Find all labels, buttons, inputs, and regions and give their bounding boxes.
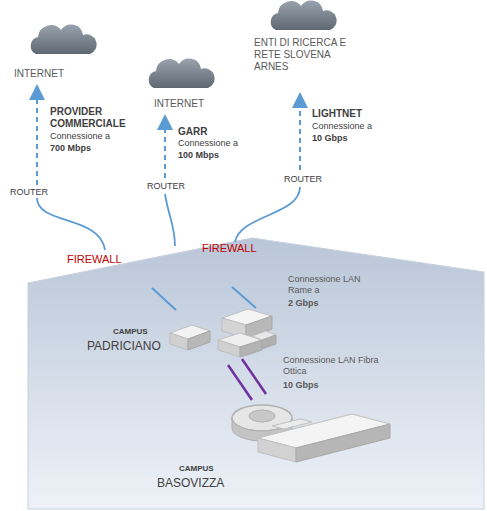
annotation-label: Connessione LAN Rame a bbox=[288, 274, 370, 296]
node-label: INTERNET bbox=[14, 68, 104, 80]
cloud-node: ENTI DI RICERCA E RETE SLOVENA ARNES bbox=[254, 0, 364, 86]
lan-link bbox=[232, 287, 256, 308]
cloud-icon bbox=[268, 0, 338, 34]
annotation-label: LIGHTNET bbox=[312, 108, 402, 120]
cloud-icon bbox=[28, 24, 98, 58]
uplink-arrow bbox=[164, 122, 166, 178]
ground-plane bbox=[28, 238, 484, 509]
annotation-label: GARR bbox=[178, 126, 258, 138]
node-label: PADRICIANO bbox=[87, 339, 177, 353]
node-label: CAMPUS bbox=[113, 327, 173, 337]
annotation-label: ROUTER bbox=[284, 174, 344, 185]
annotation-label: 10 Gbps bbox=[283, 380, 363, 391]
fiber-link bbox=[228, 359, 266, 400]
lan-link bbox=[152, 288, 176, 310]
padriciano-buildings bbox=[170, 309, 276, 357]
cloud-shape bbox=[31, 24, 97, 54]
cloud-shape bbox=[149, 58, 215, 88]
annotation-label: 700 Mbps bbox=[50, 143, 140, 154]
router-link bbox=[165, 194, 175, 246]
annotation-label: 10 Gbps bbox=[312, 133, 402, 144]
cloud-icon bbox=[146, 58, 216, 92]
cloud-node: INTERNET bbox=[14, 24, 104, 82]
annotation-label: Connessione a bbox=[312, 121, 402, 132]
router-link bbox=[37, 198, 105, 250]
node-label: INTERNET bbox=[154, 98, 230, 110]
node-label: BASOVIZZA bbox=[157, 476, 257, 490]
node-label: ENTI DI RICERCA E RETE SLOVENA ARNES bbox=[254, 37, 362, 73]
cloud-shape bbox=[271, 0, 337, 30]
annotation-label: 2 Gbps bbox=[288, 298, 368, 309]
annotation-label: ROUTER bbox=[147, 181, 207, 192]
fiber-line bbox=[242, 359, 266, 394]
annotation-label: 100 Mbps bbox=[178, 150, 258, 161]
annotation-label: Connessione a bbox=[178, 138, 258, 149]
firewall-label: FIREWALL bbox=[202, 242, 282, 255]
cloud-node: INTERNET bbox=[140, 58, 230, 112]
campus-node: CAMPUS PADRICIANO bbox=[85, 305, 277, 367]
annotation-label: Connessione a bbox=[50, 131, 140, 142]
annotation-label: ROUTER bbox=[10, 187, 70, 198]
campus-node: CAMPUS BASOVIZZA bbox=[155, 398, 395, 496]
uplink-arrow bbox=[36, 92, 38, 185]
uplink-arrow bbox=[299, 100, 301, 170]
annotation-label: PROVIDER COMMERCIALE bbox=[50, 106, 140, 130]
edge-label: Connessione LAN Fibra Ottica bbox=[283, 355, 383, 377]
router-link bbox=[235, 187, 300, 242]
node-label: CAMPUS bbox=[179, 464, 239, 474]
firewall-label: FIREWALL bbox=[67, 253, 147, 266]
basovizza-buildings bbox=[232, 405, 390, 462]
